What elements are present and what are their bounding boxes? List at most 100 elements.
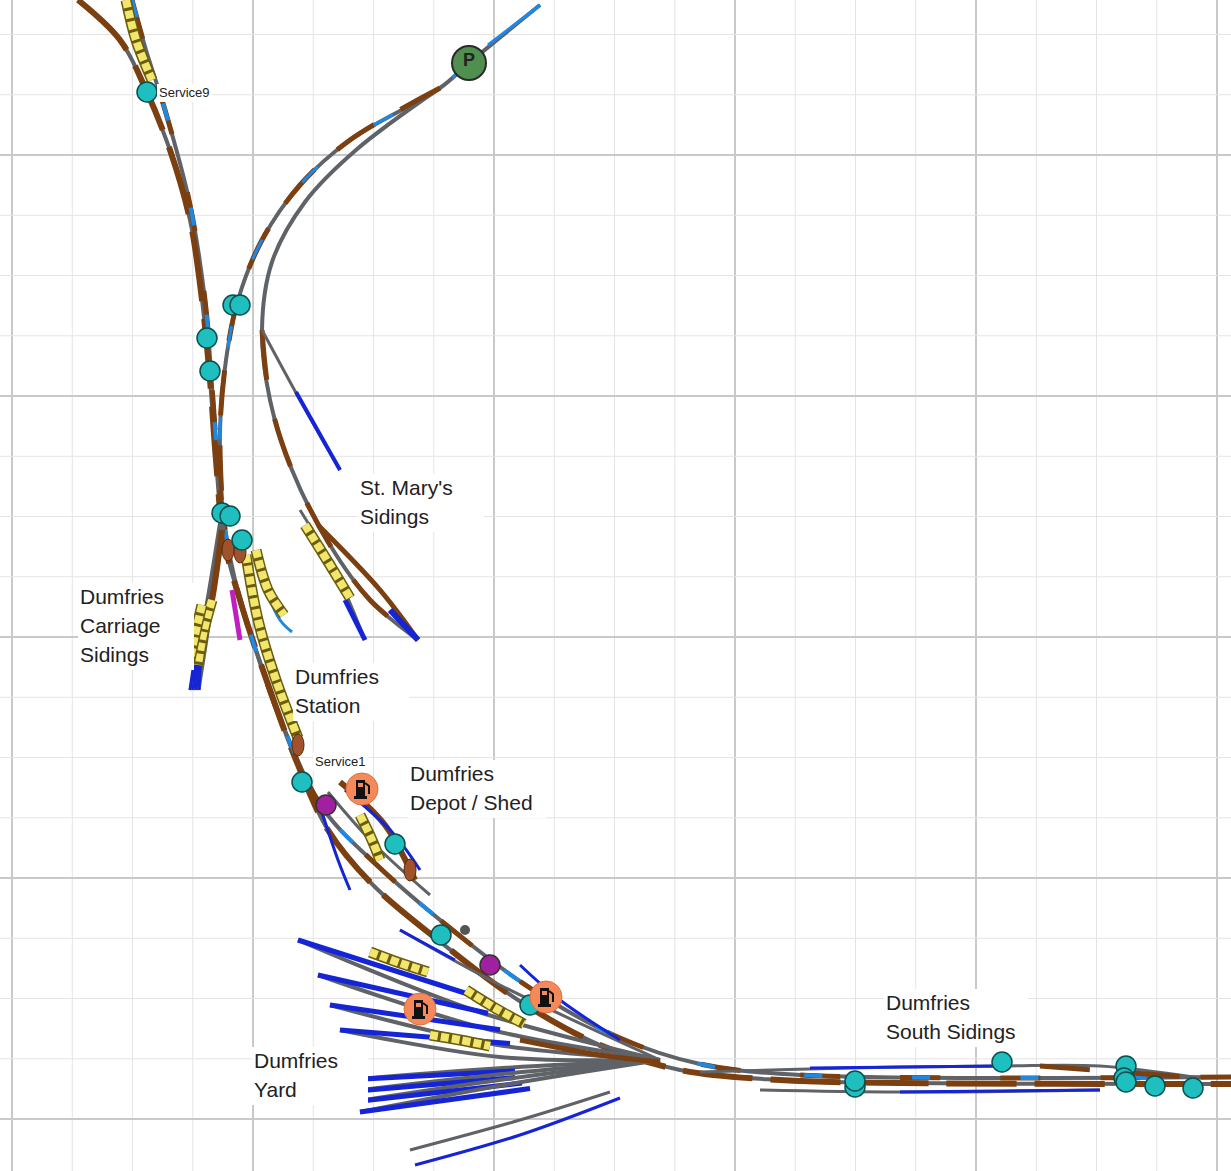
grid-line [0,34,1231,35]
train-outline [360,815,380,860]
stop-marker [292,734,304,756]
grid-line [795,0,796,1171]
track-section [488,5,540,45]
siding-end [296,392,340,470]
fuel-pump-window [416,1003,421,1007]
portal-icon [452,46,486,80]
siding-end [415,1098,620,1165]
stop-marker [404,859,416,881]
waypoint [292,772,312,792]
train-outline [466,990,524,1024]
grid-line [734,0,736,1171]
grey-marker [460,925,470,935]
waypoint [1116,1072,1136,1092]
waypoint [845,1071,865,1091]
track-section [220,5,540,500]
grid-line [0,215,1231,216]
track-section [132,0,1231,1078]
train [370,952,428,972]
grid-line [0,1118,1231,1120]
fuel-pump [540,988,549,1004]
service-label: Service1 [313,753,368,771]
track [220,5,540,500]
grid-line [11,0,13,1171]
waypoint [1183,1078,1203,1098]
fuel-icon [530,981,562,1013]
train-outline [256,550,284,615]
waypoint [385,834,405,854]
siding-end [520,965,620,1040]
grid-line [0,938,1231,939]
waypoint [197,328,217,348]
grid-line [0,154,1231,156]
track-occupied [78,0,1231,1084]
track [190,520,220,690]
portal-marker [316,795,336,815]
train [246,555,298,738]
fuel-icon [346,773,378,805]
grid-line [0,395,1231,397]
train-outline [370,952,428,972]
train-outline [305,525,350,598]
grid-line [1216,0,1218,1171]
place-label: Dumfries South Sidings [884,989,1028,1047]
fuel-hose [423,1003,427,1014]
train [430,1035,490,1046]
grid-line [0,877,1231,879]
fuel-pump [356,780,365,796]
fuel-icon-ground [530,981,562,1013]
tracks [78,0,1231,1165]
grid-line [0,335,1231,336]
place-label: Dumfries Depot / Shed [408,760,546,818]
portal-marker [480,955,500,975]
track [199,520,225,690]
grid-line [72,0,73,1171]
waypoint [431,925,451,945]
track [360,1060,660,1112]
grid-line [313,0,314,1171]
track [410,1092,610,1150]
place-label: Dumfries Yard [252,1047,368,1105]
track [760,1090,1100,1092]
grid-line [1156,0,1157,1171]
waypoint [200,361,220,381]
waypoint [137,82,157,102]
fuel-pump-window [542,991,547,995]
waypoint [232,530,252,550]
place-label: Dumfries Carriage Sidings [78,583,194,670]
fuel-pump-base [354,796,367,799]
track-occupied [520,1040,660,1062]
fuel-pump-base [538,1004,551,1007]
grid-line [0,456,1231,457]
fuel-icon [404,993,436,1025]
grid-line [0,757,1231,758]
grid-line [0,817,1231,818]
track [262,330,340,470]
grid-line [674,0,675,1171]
track [300,510,365,640]
track-occupied [220,88,440,500]
grid-line [0,576,1231,577]
fuel-pump-base [412,1016,425,1019]
track [78,0,1231,1084]
grid-line [0,516,1231,517]
grid-line [0,697,1231,698]
grid-line [493,0,495,1171]
train [256,550,284,615]
track [298,940,660,1060]
train [305,525,350,598]
train-outline [430,1035,490,1046]
siding-end [390,610,418,640]
fuel-pump-window [358,783,363,787]
grid-line [855,0,856,1171]
track-occupied [318,525,418,640]
train [360,815,380,860]
fuel-hose [365,783,369,794]
waypoint [1145,1076,1165,1096]
grid-line [0,275,1231,276]
track [132,0,1231,1078]
grid-line [1036,0,1037,1171]
grid-line [0,998,1231,999]
